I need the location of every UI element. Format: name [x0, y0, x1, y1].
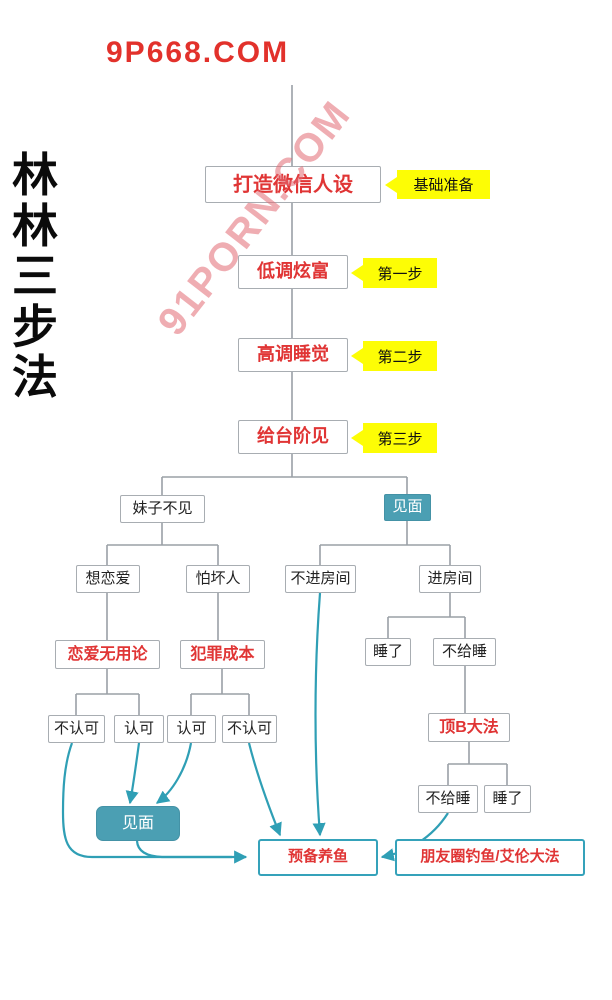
node-right-disagree: 不认可 [222, 715, 277, 743]
node-persona: 打造微信人设 [205, 166, 381, 203]
node-slept-2: 睡了 [484, 785, 531, 813]
node-enter-room: 进房间 [419, 565, 481, 593]
arrow-no-enter-room-to-prepare-fish [312, 592, 326, 837]
node-moments-fishing: 朋友圈钓鱼/艾伦大法 [395, 839, 585, 876]
node-not-sleep: 不给睡 [433, 638, 496, 666]
node-meet-top: 见面 [384, 494, 431, 521]
tag-step1: 第一步 [363, 258, 437, 288]
arrow-left-agree-to-meet [125, 742, 141, 805]
node-not-sleep-2: 不给睡 [418, 785, 478, 813]
arrow-meet-bottom-merge [135, 840, 232, 859]
node-want-love: 想恋爱 [76, 565, 140, 593]
node-ding-b-method: 顶B大法 [428, 713, 510, 742]
node-right-agree: 认可 [167, 715, 216, 743]
node-crime-cost: 犯罪成本 [180, 640, 265, 669]
node-meet-bottom: 见面 [96, 806, 180, 841]
node-step3: 给台阶见 [238, 420, 348, 454]
tree-lines [75, 85, 508, 785]
node-slept: 睡了 [365, 638, 411, 666]
node-prepare-fish: 预备养鱼 [258, 839, 378, 876]
tag-step2: 第二步 [363, 341, 437, 371]
arrow-right-disagree-to-prepare-fish [247, 742, 282, 837]
node-no-enter-room: 不进房间 [285, 565, 356, 593]
node-love-useless: 恋爱无用论 [55, 640, 160, 669]
node-step1: 低调炫富 [238, 255, 348, 289]
tag-base-prep: 基础准备 [397, 170, 490, 199]
arrow-left-disagree-to-prepare-fish [61, 742, 248, 864]
watermark-top: 9P668.COM [106, 36, 290, 69]
node-left-agree: 认可 [114, 715, 164, 743]
arrow-right-agree-to-meet [155, 742, 193, 804]
node-fear-bad-guy: 怕坏人 [186, 565, 250, 593]
tag-step3: 第三步 [363, 423, 437, 453]
node-step2: 高调睡觉 [238, 338, 348, 372]
side-title: 林林三步法 [12, 149, 58, 404]
node-left-disagree: 不认可 [48, 715, 105, 743]
node-girl-no-meet: 妹子不见 [120, 495, 205, 523]
